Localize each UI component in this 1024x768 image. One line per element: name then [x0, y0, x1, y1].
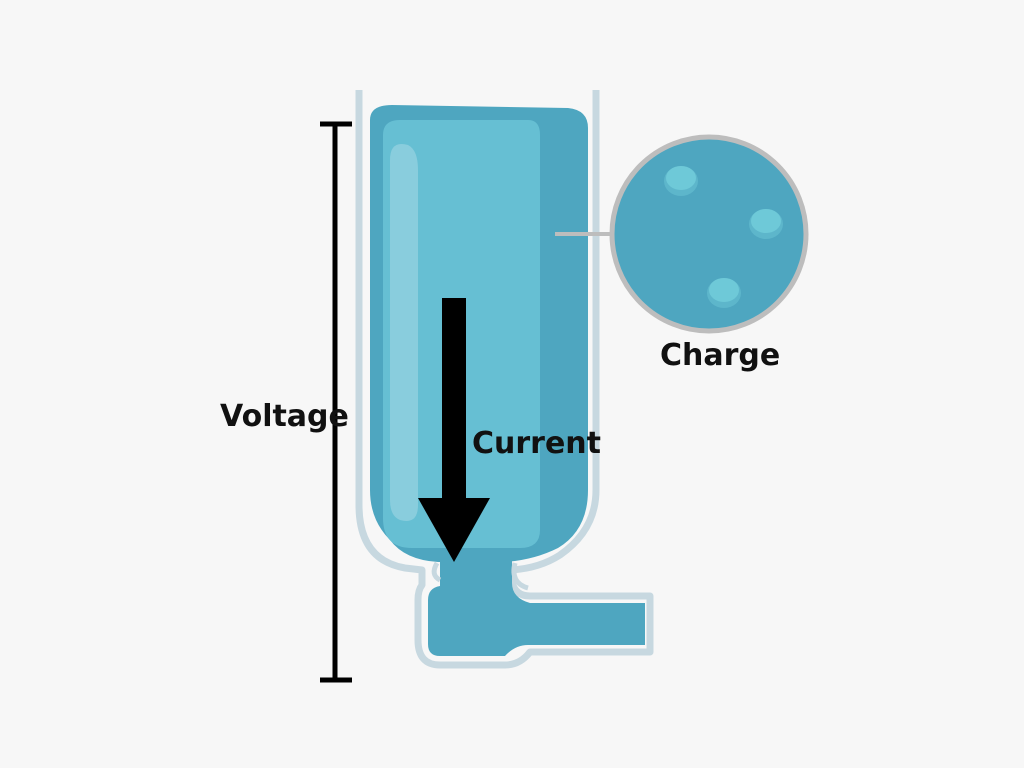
- current-label: Current: [472, 426, 601, 461]
- charge-particle-icon: [707, 278, 741, 308]
- water-tank-icon: [370, 105, 645, 656]
- voltage-label: Voltage: [220, 399, 349, 434]
- charge-label: Charge: [660, 338, 780, 373]
- down-arrow-icon: [418, 298, 490, 562]
- charge-particle-icon: [749, 209, 783, 239]
- charge-particle-icon: [664, 166, 698, 196]
- container-outline: [355, 90, 654, 669]
- vertical-dimension-line: [320, 121, 352, 683]
- charge-magnifier-circle: [609, 134, 809, 334]
